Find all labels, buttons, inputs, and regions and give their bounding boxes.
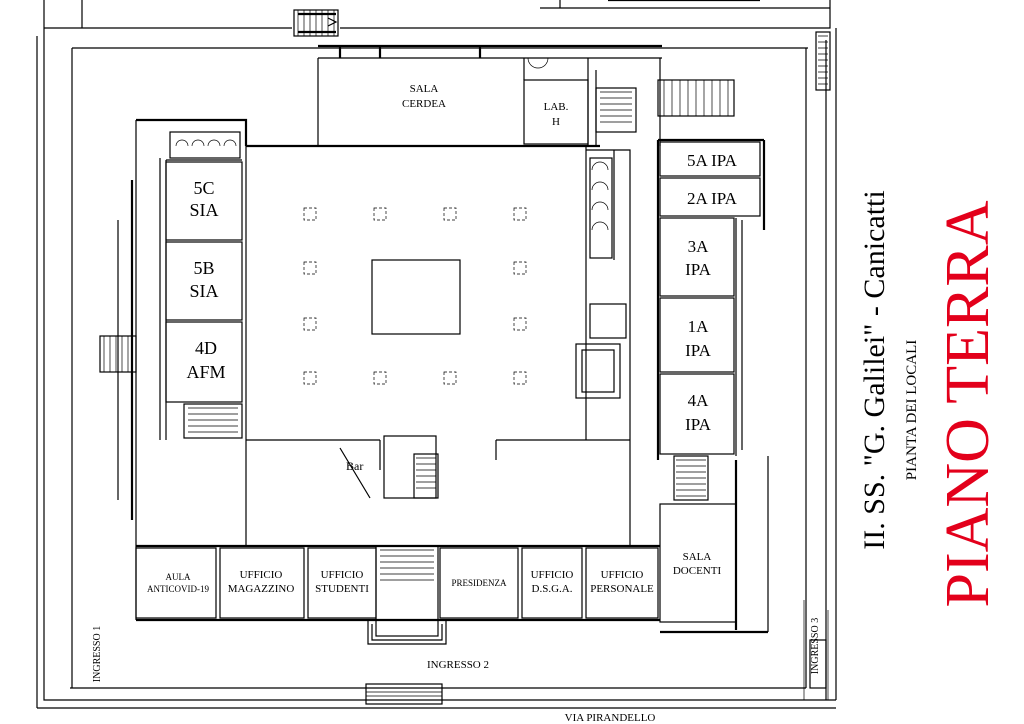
top-stair bbox=[293, 9, 339, 37]
room-uff-personale-2: PERSONALE bbox=[590, 583, 654, 595]
room-uff-studenti-1: UFFICIO bbox=[321, 569, 364, 581]
room-uff-personale-1: UFFICIO bbox=[601, 569, 644, 581]
room-5b-1: 5B bbox=[193, 258, 214, 278]
street-label: VIA PIRANDELLO bbox=[565, 712, 656, 724]
room-sala-docenti-2: DOCENTI bbox=[673, 565, 722, 577]
room-5c-1: 5C bbox=[193, 178, 214, 198]
room-lab-h-1: LAB. bbox=[544, 101, 569, 113]
room-1a-1: 1A bbox=[688, 317, 710, 336]
room-3a-2: IPA bbox=[685, 260, 712, 279]
room-uff-studenti-2: STUDENTI bbox=[315, 583, 369, 595]
ingresso-3-label: INGRESSO 3 bbox=[810, 618, 821, 674]
room-1a-2: IPA bbox=[685, 341, 712, 360]
south-block bbox=[135, 435, 660, 705]
title-block: II. SS. "G. Galilei" - Canicatti PIANTA … bbox=[858, 190, 1002, 607]
room-labels: SALA CERDEA LAB. H 5C SIA 5B SIA 4D AFM … bbox=[92, 83, 821, 724]
floor-title: PIANO TERRA bbox=[934, 200, 1002, 607]
room-aula-covid-1: AULA bbox=[166, 572, 191, 582]
room-5c-2: SIA bbox=[189, 200, 218, 220]
room-presidenza: PRESIDENZA bbox=[451, 578, 507, 588]
room-sala-cerdea-2: CERDEA bbox=[402, 98, 446, 110]
room-5a-ipa: 5A IPA bbox=[687, 151, 738, 170]
room-sala-docenti-1: SALA bbox=[683, 551, 712, 563]
room-uff-magazzino-2: MAGAZZINO bbox=[228, 583, 295, 595]
room-5b-2: SIA bbox=[189, 281, 218, 301]
courtyard bbox=[246, 144, 630, 441]
room-sala-cerdea-1: SALA bbox=[410, 83, 439, 95]
ingresso-2-label: INGRESSO 2 bbox=[427, 659, 489, 671]
school-title: II. SS. "G. Galilei" - Canicatti bbox=[858, 190, 891, 549]
room-2a-ipa: 2A IPA bbox=[687, 189, 738, 208]
north-block bbox=[317, 44, 662, 147]
plan-subtitle: PIANTA DEI LOCALI bbox=[904, 340, 920, 480]
east-service bbox=[575, 149, 631, 440]
ingresso-1-label: INGRESSO 1 bbox=[92, 626, 103, 682]
room-4a-1: 4A bbox=[688, 391, 710, 410]
room-uff-dsga-2: D.S.G.A. bbox=[532, 583, 573, 595]
east-block bbox=[656, 79, 769, 634]
room-aula-covid-2: ANTICOVID-19 bbox=[147, 584, 209, 594]
room-4d-1: 4D bbox=[195, 338, 217, 358]
room-uff-dsga-1: UFFICIO bbox=[531, 569, 574, 581]
room-3a-1: 3A bbox=[688, 237, 710, 256]
room-uff-magazzino-1: UFFICIO bbox=[240, 569, 283, 581]
room-lab-h-2: H bbox=[552, 116, 560, 128]
room-4a-2: IPA bbox=[685, 415, 712, 434]
west-block bbox=[99, 118, 248, 540]
bar-label: Bar bbox=[346, 459, 363, 473]
room-4d-2: AFM bbox=[186, 362, 225, 382]
